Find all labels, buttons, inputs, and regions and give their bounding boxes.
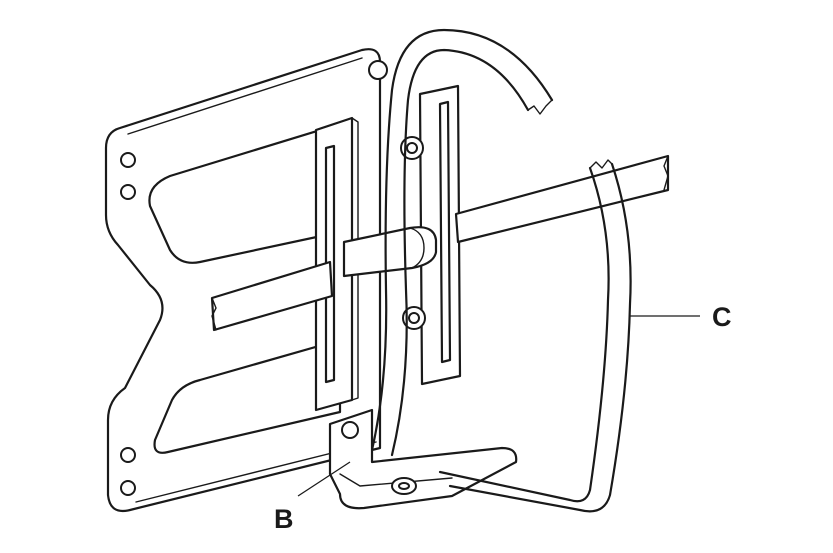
bracket-hole [398, 482, 410, 490]
slotted-bracket-right [400, 84, 462, 386]
bracket-bolt [408, 312, 420, 324]
top-bolt [368, 60, 388, 80]
plate-hole [120, 184, 136, 200]
bracket-bolt [406, 142, 418, 154]
center-hook [342, 226, 438, 278]
callout-b-leader [297, 461, 351, 497]
callout-b-label: B [274, 504, 294, 534]
side-loop-strap [438, 159, 632, 513]
callout-b: B [274, 461, 351, 534]
callout-c: C [630, 302, 732, 332]
plate-hole [120, 152, 136, 168]
bracket-hole [341, 421, 359, 439]
callout-c-label: C [712, 302, 732, 332]
horizontal-strap [210, 154, 670, 332]
plate-hole [120, 447, 136, 463]
top-loop-strap [370, 28, 554, 457]
plate-hole [120, 480, 136, 496]
back-mounting-plate [104, 48, 382, 513]
bottom-l-bracket [328, 408, 518, 510]
